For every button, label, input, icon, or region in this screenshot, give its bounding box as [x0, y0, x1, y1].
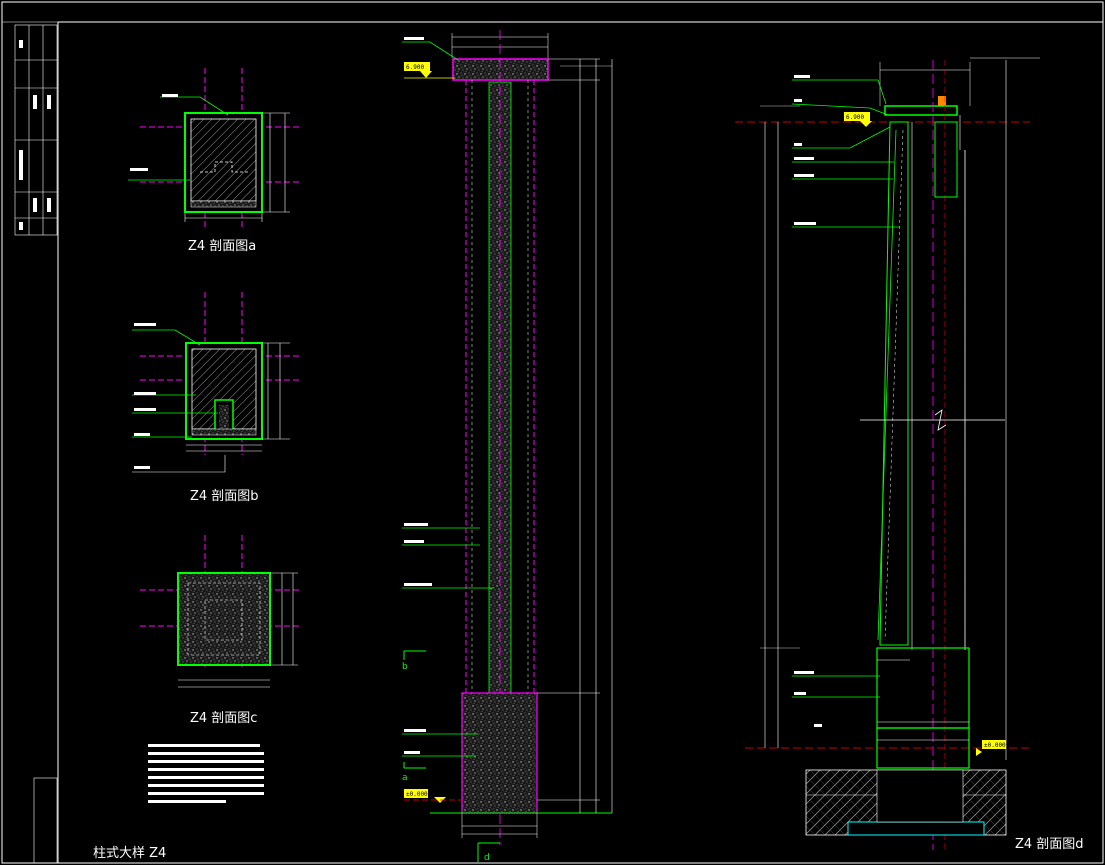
general-notes: [148, 744, 264, 803]
sheet-title: 柱式大样 Z4: [93, 846, 166, 861]
cut-label: a: [402, 773, 408, 783]
section-b-view: [132, 292, 300, 473]
section-c-view: [140, 535, 300, 688]
elevation-tag-bottom-right: ±0.000: [976, 740, 1006, 756]
section-a-view: [128, 68, 300, 230]
cut-marker-b: b: [402, 650, 426, 672]
elevation-tag-bottom-mid: ±0.000: [404, 789, 462, 803]
title-block: [14, 24, 58, 864]
elevation-label: ±0.000: [984, 742, 1006, 749]
column-elevation: [402, 30, 613, 845]
section-a-caption: Z4 剖面图a: [188, 239, 256, 254]
cut-marker-d: d: [477, 842, 500, 863]
elevation-label: ±0.000: [406, 791, 428, 798]
elevation-label: 6.900: [406, 64, 424, 71]
section-b-caption: Z4 剖面图b: [190, 489, 259, 504]
elevation-label: 6.900: [846, 114, 864, 121]
section-d-view: [735, 57, 1040, 850]
cut-label: b: [402, 662, 408, 672]
title-block-glyphs: [19, 40, 51, 230]
elevation-tag-top-right: 6.900: [844, 112, 872, 127]
cut-marker-a: a: [402, 762, 426, 783]
cut-label: d: [484, 853, 490, 863]
elevation-tag-top-mid: 6.900: [404, 62, 455, 79]
section-c-caption: Z4 剖面图c: [190, 711, 257, 726]
section-d-caption: Z4 剖面图d: [1015, 837, 1084, 852]
